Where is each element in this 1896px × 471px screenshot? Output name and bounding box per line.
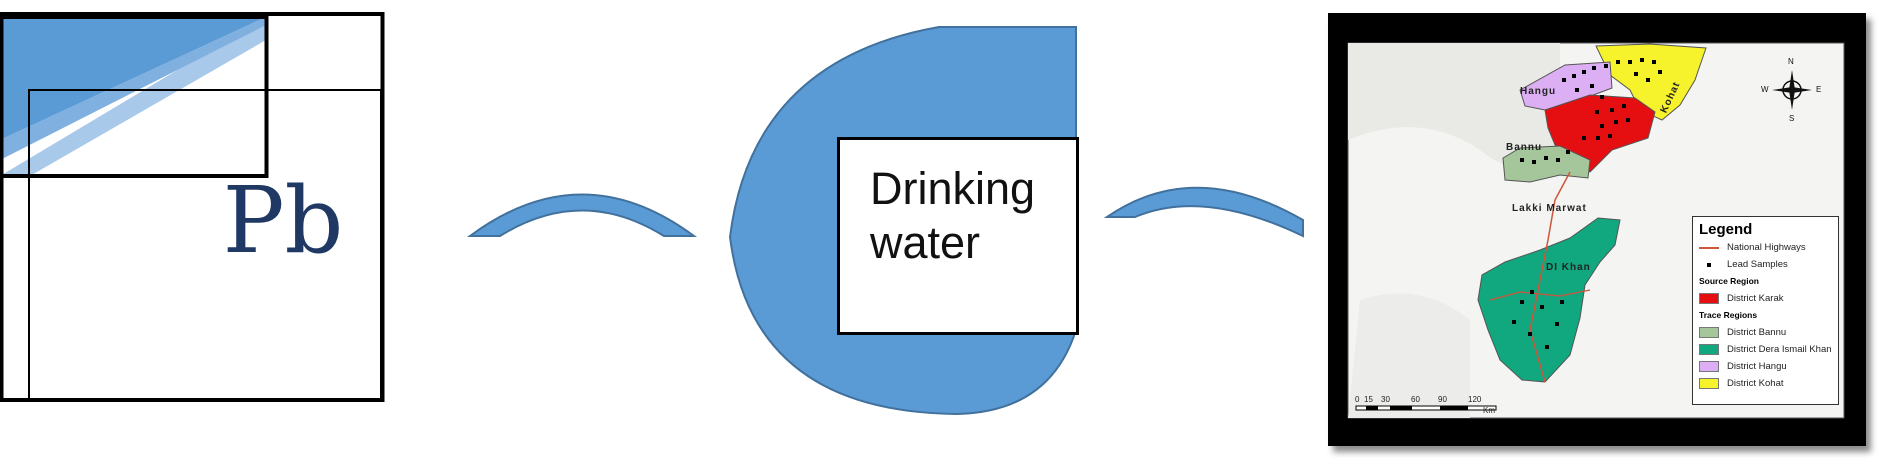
drinking-label: Drinking	[870, 163, 1036, 214]
scale-tick: 30	[1381, 395, 1390, 404]
legend-item-hangu: District Hangu	[1699, 358, 1832, 375]
water-label: water	[870, 217, 981, 268]
small-square	[0, 15, 269, 178]
scale-tick: 0	[1355, 395, 1360, 404]
hangu-swatch	[1699, 361, 1719, 372]
legend-trace-heading: Trace Regions	[1699, 310, 1758, 320]
terrain-shade	[1348, 43, 1560, 168]
pb-panel	[0, 12, 385, 402]
legend-label: District Hangu	[1727, 361, 1787, 372]
legend-item-bannu: District Bannu	[1699, 324, 1832, 341]
map-label-di-khan: DI Khan	[1546, 262, 1591, 273]
legend-item-di-khan: District Dera Ismail Khan	[1699, 341, 1832, 358]
map-label-hangu: Hangu	[1520, 86, 1557, 97]
pb-symbol: Pb	[222, 167, 344, 274]
legend-label: District Kohat	[1727, 378, 1784, 389]
compass-e: E	[1816, 85, 1822, 94]
kohat-swatch	[1699, 378, 1719, 389]
legend-title: Legend	[1699, 221, 1753, 238]
map-legend: Legend National Highways Lead Samples So…	[1692, 216, 1839, 405]
region-bannu	[1502, 145, 1591, 183]
legend-label: District Karak	[1727, 293, 1784, 304]
north-arrow	[1772, 70, 1812, 110]
arc-connector-right	[1103, 186, 1304, 238]
inner-square	[28, 89, 382, 400]
scale-tick: 120	[1468, 395, 1482, 404]
legend-label: Lead Samples	[1727, 259, 1788, 270]
lead-samples	[1512, 58, 1662, 349]
region-kohat	[1595, 43, 1707, 121]
legend-item-karak: District Karak	[1699, 290, 1832, 307]
bannu-swatch	[1699, 327, 1719, 338]
national-highway	[1529, 171, 1571, 383]
scale-tick: 15	[1364, 395, 1373, 404]
sample-swatch	[1707, 262, 1711, 267]
national-highway-2	[1489, 289, 1591, 301]
scale-tick: 60	[1411, 395, 1420, 404]
highway-swatch	[1699, 246, 1719, 249]
region-di-khan	[1477, 217, 1621, 383]
legend-source-heading: Source Region	[1699, 276, 1759, 286]
scale-bar	[1355, 405, 1497, 411]
compass-s: S	[1789, 114, 1795, 123]
mid-blue-wedge	[0, 17, 266, 160]
arc-connector-left	[466, 193, 698, 237]
legend-item-kohat: District Kohat	[1699, 375, 1832, 392]
legend-label: National Highways	[1727, 242, 1806, 253]
compass-w: W	[1761, 85, 1769, 94]
map-label-lakki-marwat: Lakki Marwat	[1512, 203, 1587, 214]
legend-label: District Bannu	[1727, 327, 1787, 338]
compass-n: N	[1788, 57, 1794, 66]
map-label-bannu: Bannu	[1506, 142, 1543, 153]
scale-tick: 90	[1438, 395, 1447, 404]
drinking-water-box: Drinking water	[837, 137, 1079, 335]
terrain-shade-2	[1348, 293, 1470, 418]
legend-item-samples: Lead Samples	[1699, 256, 1832, 273]
legend-item-highways: National Highways	[1699, 239, 1832, 256]
di-khan-swatch	[1699, 344, 1719, 355]
karak-swatch	[1699, 293, 1719, 304]
legend-label: District Dera Ismail Khan	[1727, 344, 1832, 355]
region-hangu	[1519, 61, 1613, 111]
scale-unit: Km	[1483, 406, 1495, 415]
